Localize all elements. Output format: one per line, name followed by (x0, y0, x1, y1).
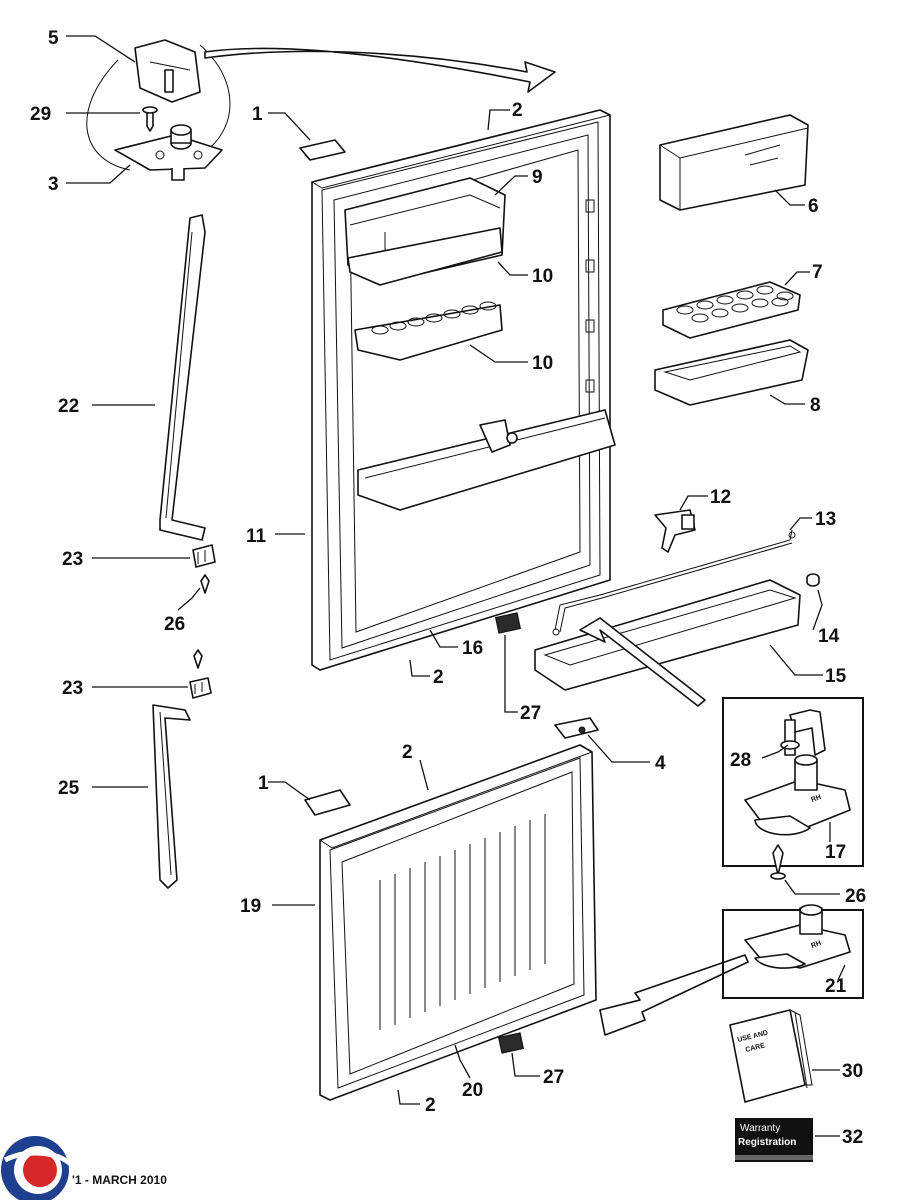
callout-27: 27 (543, 1067, 564, 1088)
freezer-door (319, 744, 749, 1101)
callout-29: 29 (30, 104, 51, 125)
callout-23: 23 (62, 678, 83, 699)
shallow-tray-part (654, 339, 809, 406)
callout-14: 14 (818, 626, 840, 647)
hinge-cover-part (554, 717, 599, 739)
small-parts (299, 139, 599, 1054)
callout-1: 1 (258, 773, 269, 794)
screw-part (146, 111, 154, 132)
callout-23: 23 (62, 549, 83, 570)
callout-1: 1 (252, 104, 263, 125)
left-loose-parts (152, 214, 216, 889)
callout-26: 26 (845, 886, 866, 907)
direction-arrow (204, 47, 556, 93)
manual-title-line2: CARE (745, 1042, 766, 1054)
callout-2: 2 (433, 667, 444, 688)
direction-arrow (579, 617, 706, 707)
brand-logo (1, 1136, 74, 1200)
warranty-line2: Registration (738, 1137, 796, 1148)
callout-30: 30 (842, 1061, 863, 1082)
egg-shelf-part (354, 304, 503, 361)
callout-16: 16 (462, 638, 483, 659)
callout-3: 3 (48, 174, 59, 195)
hinge-plate-part (114, 134, 223, 171)
magnet-pad-part (497, 1032, 525, 1054)
callout-5: 5 (48, 28, 59, 49)
egg-tray-part (662, 281, 801, 339)
callout-28: 28 (730, 750, 751, 771)
footer-edition: '1 - MARCH 2010 (72, 1173, 167, 1187)
callout-10: 10 (532, 353, 553, 374)
callout-15: 15 (825, 666, 847, 687)
callout-21: 21 (825, 976, 847, 997)
callout-7: 7 (812, 262, 823, 283)
direction-arrow (599, 954, 749, 1036)
screw-part (193, 649, 203, 669)
callout-4: 4 (655, 753, 666, 774)
right-loose-parts (534, 114, 820, 707)
door-shelf-part (347, 227, 503, 286)
callout-12: 12 (710, 487, 731, 508)
handle-bracket-part (189, 677, 212, 699)
long-door-shelf-part (534, 579, 801, 691)
callout-27: 27 (520, 703, 541, 724)
callout-2: 2 (512, 100, 523, 121)
handle-bracket-part (192, 544, 216, 568)
lower-handle-part (152, 704, 191, 889)
callout-32: 32 (842, 1127, 863, 1148)
callout-2: 2 (425, 1095, 436, 1116)
callout-22: 22 (58, 396, 79, 417)
callout-26: 26 (164, 614, 185, 635)
refrigerator-door (311, 109, 616, 671)
callout-11: 11 (246, 526, 267, 547)
hinge-detail-box-upper: RH (722, 697, 864, 867)
bottle-shelf-part (357, 409, 616, 511)
screw-part (200, 574, 210, 594)
callout-13: 13 (815, 509, 836, 530)
callout-8: 8 (810, 395, 821, 416)
callout-20: 20 (462, 1080, 483, 1101)
callout-labels: 5 29 3 1 2 9 6 10 7 22 10 8 12 11 13 23 … (30, 28, 866, 1148)
upper-handle-part (159, 214, 206, 541)
warranty-line1: Warranty (740, 1123, 780, 1134)
callout-6: 6 (808, 196, 819, 217)
wire-bar-part (554, 529, 793, 631)
warranty-card: Warranty Registration (735, 1118, 813, 1162)
hinge-detail-box-lower: RH (722, 904, 864, 999)
screw-part (770, 844, 786, 880)
rh-marking: RH (810, 940, 822, 950)
callout-10: 10 (532, 266, 553, 287)
top-hinge-detail (86, 39, 556, 181)
callout-19: 19 (240, 896, 261, 917)
callout-25: 25 (58, 778, 80, 799)
callout-17: 17 (825, 842, 846, 863)
magnet-pad-part (494, 612, 522, 634)
callout-2: 2 (402, 742, 413, 763)
use-and-care-manual: USE AND CARE (729, 1009, 813, 1103)
dairy-lid-part (659, 114, 809, 211)
leader-lines (66, 35, 846, 1137)
callout-9: 9 (532, 167, 543, 188)
rh-marking: RH (810, 794, 822, 804)
